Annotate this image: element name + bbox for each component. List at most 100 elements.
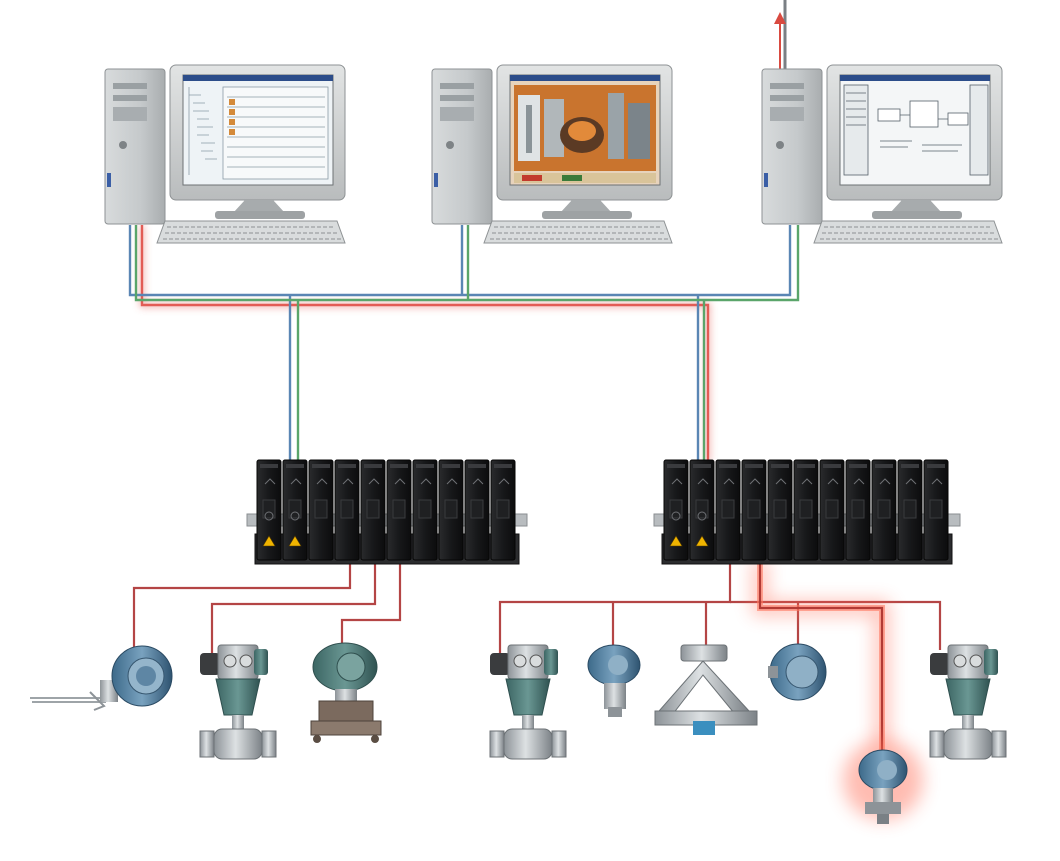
io-card xyxy=(360,459,386,561)
chevron-up-icon xyxy=(342,478,354,485)
io-card-label-slot xyxy=(825,499,839,519)
io-card-latch xyxy=(390,464,408,468)
io-card-latch xyxy=(442,464,460,468)
uplink-arrow-icon xyxy=(774,12,786,24)
status-led xyxy=(671,511,681,521)
process-graphics-screen xyxy=(514,85,656,183)
warning-icon xyxy=(262,535,276,547)
control-network xyxy=(128,0,800,462)
io-card xyxy=(412,459,438,561)
io-card-latch xyxy=(849,464,867,468)
io-card-latch xyxy=(416,464,434,468)
chevron-up-icon xyxy=(498,478,510,485)
warning-icon xyxy=(288,535,302,547)
io-card-latch xyxy=(927,464,945,468)
uplink xyxy=(774,0,787,80)
io-card-label-slot xyxy=(340,499,354,519)
inline-pressure-transmitter-icon xyxy=(587,644,641,717)
chevron-up-icon xyxy=(472,478,484,485)
chevron-up-icon xyxy=(749,478,761,485)
io-card-label-slot xyxy=(721,499,735,519)
control-valve-icon xyxy=(199,644,277,760)
keyboard xyxy=(483,220,673,244)
highlighted-loop xyxy=(753,560,889,750)
chevron-up-icon xyxy=(827,478,839,485)
io-card xyxy=(767,459,793,561)
io-card xyxy=(464,459,490,561)
io-card-label-slot xyxy=(444,499,458,519)
io-card xyxy=(663,459,689,561)
chevron-up-icon xyxy=(879,478,891,485)
pressure-transmitter-icon xyxy=(310,642,382,743)
io-card xyxy=(334,459,360,561)
io-card-label-slot xyxy=(418,499,432,519)
io-card xyxy=(438,459,464,561)
computer-tower xyxy=(431,68,493,225)
io-card-label-slot xyxy=(773,499,787,519)
chevron-up-icon xyxy=(853,478,865,485)
coriolis-flowmeter-icon xyxy=(654,644,758,735)
operator-workstation xyxy=(431,64,673,244)
chevron-up-icon xyxy=(775,478,787,485)
io-card xyxy=(923,459,949,561)
keyboard xyxy=(813,220,1003,244)
io-card-latch xyxy=(797,464,815,468)
chevron-up-icon xyxy=(264,478,276,485)
chevron-up-icon xyxy=(697,478,709,485)
io-card-latch xyxy=(745,464,763,468)
chevron-up-icon xyxy=(316,478,328,485)
io-card-label-slot xyxy=(929,499,943,519)
io-card-label-slot xyxy=(314,499,328,519)
io-card-latch xyxy=(771,464,789,468)
io-card-label-slot xyxy=(799,499,813,519)
io-card-label-slot xyxy=(392,499,406,519)
chevron-up-icon xyxy=(801,478,813,485)
monitor xyxy=(169,64,346,219)
io-card xyxy=(490,459,516,561)
io-card xyxy=(897,459,923,561)
io-card-label-slot xyxy=(470,499,484,519)
io-card-latch xyxy=(312,464,330,468)
configuration-explorer-screen xyxy=(188,86,329,180)
application-workstation xyxy=(761,64,1003,244)
io-card-latch xyxy=(468,464,486,468)
io-card-label-slot xyxy=(851,499,865,519)
computer-tower xyxy=(104,68,166,225)
io-card-latch xyxy=(260,464,278,468)
io-card-label-slot xyxy=(877,499,891,519)
io-card-latch xyxy=(667,464,685,468)
control-studio-screen xyxy=(843,84,989,176)
controller-rack-left xyxy=(246,459,528,565)
chevron-up-icon xyxy=(368,478,380,485)
io-card-latch xyxy=(823,464,841,468)
io-card xyxy=(282,459,308,561)
chevron-up-icon xyxy=(394,478,406,485)
network-cable-green xyxy=(134,225,800,462)
keyboard xyxy=(156,220,346,244)
io-card-label-slot xyxy=(903,499,917,519)
transmitter-icon xyxy=(768,643,827,701)
control-valve-icon xyxy=(489,644,567,760)
io-card xyxy=(741,459,767,561)
temperature-transmitter-icon xyxy=(30,645,173,711)
io-card-latch xyxy=(286,464,304,468)
chevron-up-icon xyxy=(905,478,917,485)
io-card xyxy=(793,459,819,561)
chevron-up-icon xyxy=(671,478,683,485)
io-card xyxy=(871,459,897,561)
network-cable-red xyxy=(140,225,710,462)
engineering-workstation xyxy=(104,64,346,244)
io-card xyxy=(819,459,845,561)
highlighted-transmitter-icon xyxy=(843,740,923,824)
io-card-label-slot xyxy=(747,499,761,519)
monitor xyxy=(826,64,1003,219)
chevron-up-icon xyxy=(420,478,432,485)
io-card xyxy=(256,459,282,561)
controller-rack-right xyxy=(653,459,961,565)
status-led xyxy=(264,511,274,521)
io-card xyxy=(386,459,412,561)
io-card xyxy=(308,459,334,561)
chevron-up-icon xyxy=(446,478,458,485)
computer-tower xyxy=(761,68,823,225)
